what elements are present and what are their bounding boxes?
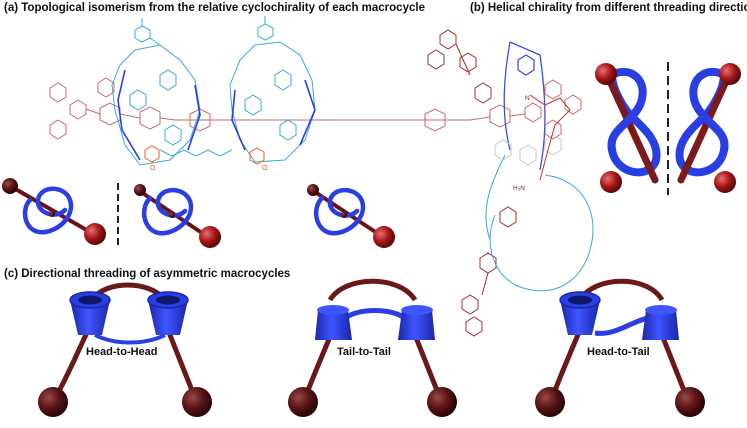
helix-cartoon-right bbox=[675, 63, 741, 193]
alkyl-linker bbox=[159, 149, 233, 157]
lower-benzhydryl bbox=[461, 206, 517, 337]
central-axle bbox=[175, 104, 511, 132]
head-to-head-label: Head-to-Head bbox=[86, 346, 158, 358]
rotaxane-cartoon-1 bbox=[2, 178, 106, 245]
head-to-head-rotaxane bbox=[38, 282, 212, 417]
right-macrocycle-front bbox=[231, 79, 316, 151]
crown-ether-lower bbox=[485, 154, 594, 292]
helix-cartoon-left bbox=[595, 63, 661, 193]
left-macrocycle-structure bbox=[111, 18, 201, 166]
ammonium-chain bbox=[529, 94, 571, 181]
head-to-tail-label: Head-to-Tail bbox=[587, 346, 650, 358]
svg-text:O: O bbox=[150, 165, 156, 172]
left-macrocycle-front bbox=[117, 69, 201, 161]
ammonium-label-upper: N bbox=[525, 95, 530, 102]
right-macrocycle-structure bbox=[229, 16, 316, 163]
panel-a-title: (a) Topological isomerism from the relat… bbox=[4, 2, 425, 14]
calixarene-core bbox=[494, 134, 562, 166]
tail-to-tail-rotaxane bbox=[288, 278, 457, 417]
panel-c-title: (c) Directional threading of asymmetric … bbox=[4, 268, 291, 280]
left-trityl-stopper bbox=[49, 77, 176, 140]
right-trityl-stopper bbox=[509, 79, 582, 140]
upper-benzhydryl bbox=[427, 29, 492, 104]
rotaxane-cartoon-2 bbox=[134, 184, 221, 248]
rotaxane-cartoon-3 bbox=[307, 184, 395, 248]
svg-text:O: O bbox=[262, 165, 268, 172]
tail-to-tail-label: Tail-to-Tail bbox=[337, 346, 391, 358]
helical-rotaxane-structure: H₂N N bbox=[427, 29, 594, 337]
panel-b-title: (b) Helical chirality from different thr… bbox=[470, 2, 747, 14]
crown-ether-upper bbox=[503, 41, 546, 171]
ammonium-label: H₂N bbox=[513, 185, 525, 192]
rotaxane-chemical-structure: O O bbox=[49, 16, 582, 172]
head-to-tail-rotaxane bbox=[535, 278, 705, 417]
sulfonyl-groups: O O bbox=[144, 145, 268, 172]
